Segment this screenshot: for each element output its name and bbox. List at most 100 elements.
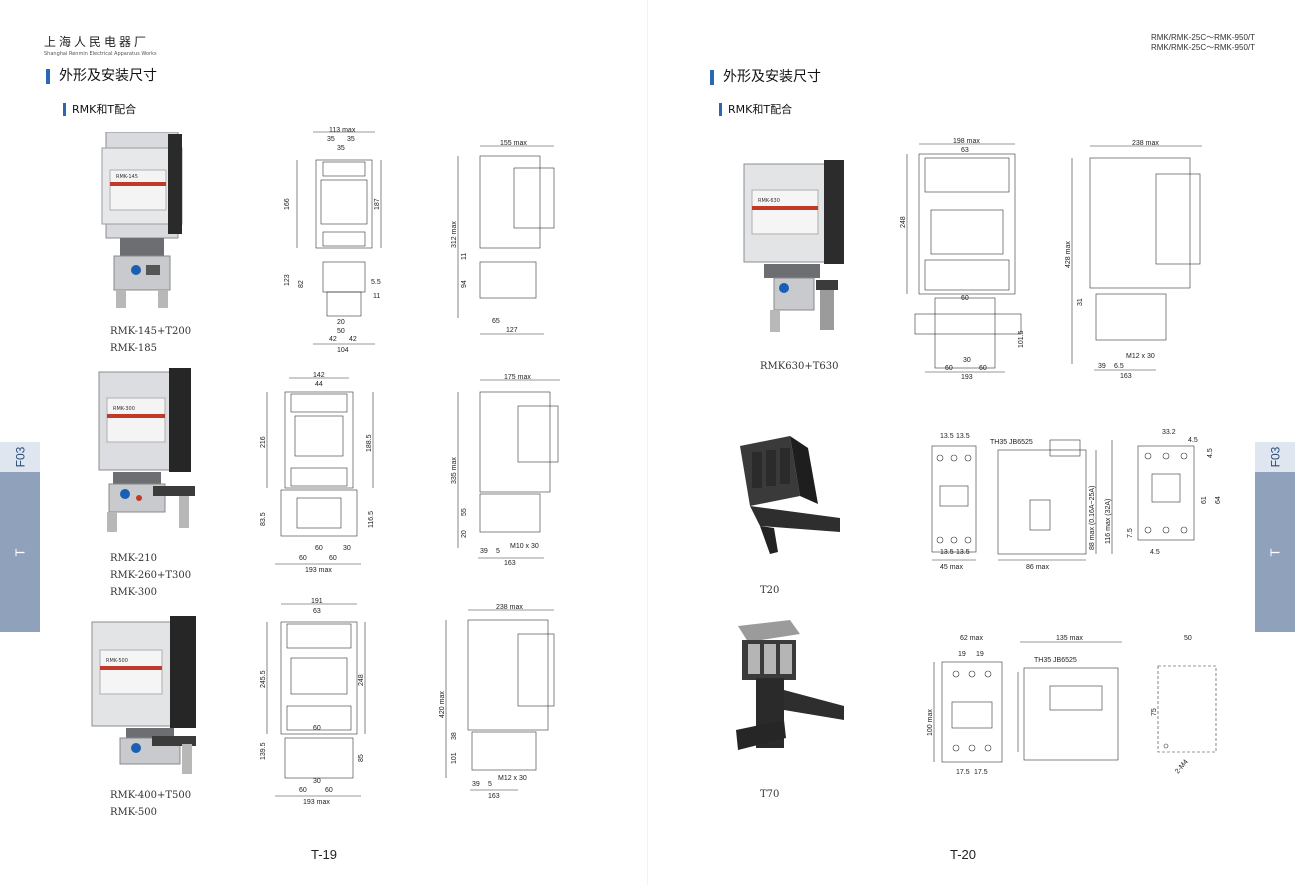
caption-item-3: RMK-400+T500 RMK-500: [110, 790, 192, 818]
svg-text:11: 11: [461, 253, 468, 260]
svg-text:RMK-500: RMK-500: [106, 658, 128, 664]
svg-text:188.5: 188.5: [366, 434, 373, 452]
svg-text:113 max: 113 max: [329, 127, 356, 134]
front-drawing-rmk500: 191 63 245.5 248 139.5 85 60 30 60 60 19…: [255, 594, 385, 810]
caption-right-2: T20: [760, 585, 780, 596]
brand-name-en: Shanghai Renmin Electrical Apparatus Wor…: [44, 51, 157, 57]
svg-text:35: 35: [327, 136, 335, 143]
svg-text:191: 191: [311, 598, 323, 605]
side-drawing-rmk500: 238 max 420 max 38 101 M12 x 30 39 5 163: [432, 602, 572, 804]
svg-text:M10 x 30: M10 x 30: [510, 543, 539, 550]
svg-text:17.5: 17.5: [956, 769, 970, 776]
svg-text:55: 55: [461, 508, 468, 516]
svg-text:104: 104: [337, 347, 349, 354]
svg-text:155 max: 155 max: [500, 140, 527, 147]
svg-text:60: 60: [299, 555, 307, 562]
svg-text:116.5: 116.5: [368, 511, 375, 528]
svg-text:TH35 JB6525: TH35 JB6525: [990, 439, 1033, 446]
svg-text:38: 38: [451, 732, 458, 740]
model-header: RMK/RMK-25C～RMK-950/T RMK/RMK-25C～RMK-95…: [1151, 33, 1255, 53]
svg-text:60: 60: [315, 545, 323, 552]
svg-text:63: 63: [313, 608, 321, 615]
svg-text:30: 30: [963, 357, 971, 364]
left-sub-title: RMK和T配合: [63, 103, 136, 116]
tab-f03: F03: [1255, 442, 1295, 472]
svg-text:63: 63: [961, 147, 969, 154]
svg-text:50: 50: [337, 328, 345, 335]
left-page-number: T-19: [311, 847, 338, 862]
svg-text:64: 64: [1215, 496, 1222, 504]
svg-text:5: 5: [488, 781, 492, 788]
svg-text:7.5: 7.5: [1127, 528, 1134, 538]
svg-text:60: 60: [945, 365, 953, 372]
side-drawing-t20: TH35 JB6525 88 max (0.16A~25A) 116 max (…: [990, 430, 1120, 574]
tab-t: T: [0, 472, 40, 632]
svg-text:166: 166: [284, 198, 291, 210]
svg-text:39: 39: [480, 548, 488, 555]
svg-text:11: 11: [373, 293, 380, 300]
right-section-title: 外形及安装尺寸: [710, 70, 821, 85]
svg-text:187: 187: [374, 198, 381, 210]
svg-text:65: 65: [492, 318, 500, 325]
svg-text:M12 x 30: M12 x 30: [498, 775, 527, 782]
page-gutter: [647, 0, 648, 885]
svg-text:13.5: 13.5: [956, 549, 970, 556]
brand-logo: 上海人民电器厂 Shanghai Renmin Electrical Appar…: [44, 33, 157, 57]
product-photo-rmk145: RMK-145: [96, 131, 188, 312]
side-drawing-rmk300: 175 max 335 max 55 20 M10 x 30 39 5 163: [444, 372, 566, 568]
svg-text:248: 248: [900, 216, 907, 228]
svg-text:238 max: 238 max: [1132, 140, 1159, 147]
svg-text:42: 42: [349, 336, 357, 343]
svg-text:4.5: 4.5: [1188, 437, 1198, 444]
svg-text:94: 94: [461, 280, 468, 288]
caption-item-1: RMK-145+T200 RMK-185: [110, 326, 192, 354]
svg-text:30: 30: [343, 545, 351, 552]
svg-text:116 max (32A): 116 max (32A): [1105, 499, 1112, 544]
svg-text:420 max: 420 max: [439, 691, 446, 718]
product-photo-t20: [730, 436, 850, 564]
product-photo-rmk300: RMK-300: [93, 368, 198, 538]
svg-text:127: 127: [506, 327, 518, 334]
svg-text:50: 50: [1184, 635, 1192, 642]
svg-text:62 max: 62 max: [960, 635, 983, 642]
svg-text:13.5: 13.5: [940, 549, 954, 556]
caption-right-1: RMK630+T630: [760, 361, 839, 372]
svg-text:335 max: 335 max: [451, 457, 458, 484]
svg-text:TH35 JB6525: TH35 JB6525: [1034, 657, 1077, 664]
svg-text:248: 248: [358, 674, 365, 686]
model-line-1: RMK/RMK-25C～RMK-950/T: [1150, 33, 1255, 42]
back-drawing-t70: 50 75 2-M4: [1140, 632, 1232, 782]
svg-text:245.5: 245.5: [260, 670, 267, 688]
svg-text:4.5: 4.5: [1207, 448, 1214, 458]
front-drawing-t70: 62 max 19 19 100 max 17.5 17.5: [922, 632, 1008, 782]
svg-text:83.5: 83.5: [260, 512, 267, 526]
svg-text:101: 101: [451, 752, 458, 764]
front-drawing-rmk630: 198 max 63 248 60 101.5 60 30 60 193: [895, 134, 1030, 380]
svg-text:135 max: 135 max: [1056, 635, 1083, 642]
svg-text:42: 42: [329, 336, 337, 343]
svg-text:19: 19: [976, 651, 984, 658]
svg-text:60: 60: [299, 787, 307, 794]
front-drawing-t20: 13.5 13.5 13.5 13.5 45 max: [922, 430, 982, 574]
svg-text:101.5: 101.5: [1018, 330, 1025, 348]
svg-text:216: 216: [260, 436, 267, 448]
svg-text:45 max: 45 max: [940, 564, 963, 571]
svg-text:428 max: 428 max: [1065, 241, 1072, 268]
svg-text:139.5: 139.5: [260, 742, 267, 760]
svg-text:193: 193: [961, 374, 973, 380]
right-sub-title: RMK和T配合: [719, 103, 792, 116]
front-drawing-rmk300: 142 44 216 188.5 83.5 116.5 60 30 60 60 …: [255, 368, 385, 576]
svg-text:2-M4: 2-M4: [1174, 758, 1190, 775]
svg-text:61: 61: [1201, 496, 1208, 504]
svg-text:5.5: 5.5: [371, 279, 381, 286]
right-side-tab[interactable]: F03 T: [1255, 442, 1295, 632]
svg-text:M12 x 30: M12 x 30: [1126, 353, 1155, 360]
svg-text:31: 31: [1077, 298, 1084, 306]
svg-text:193 max: 193 max: [305, 567, 332, 574]
caption-right-3: T70: [760, 789, 780, 800]
svg-text:198 max: 198 max: [953, 138, 980, 145]
side-drawing-t70: 135 max TH35 JB6525: [1010, 632, 1128, 772]
svg-text:82: 82: [298, 280, 305, 288]
left-side-tab[interactable]: F03 T: [0, 442, 40, 632]
right-page-number: T-20: [950, 847, 977, 862]
